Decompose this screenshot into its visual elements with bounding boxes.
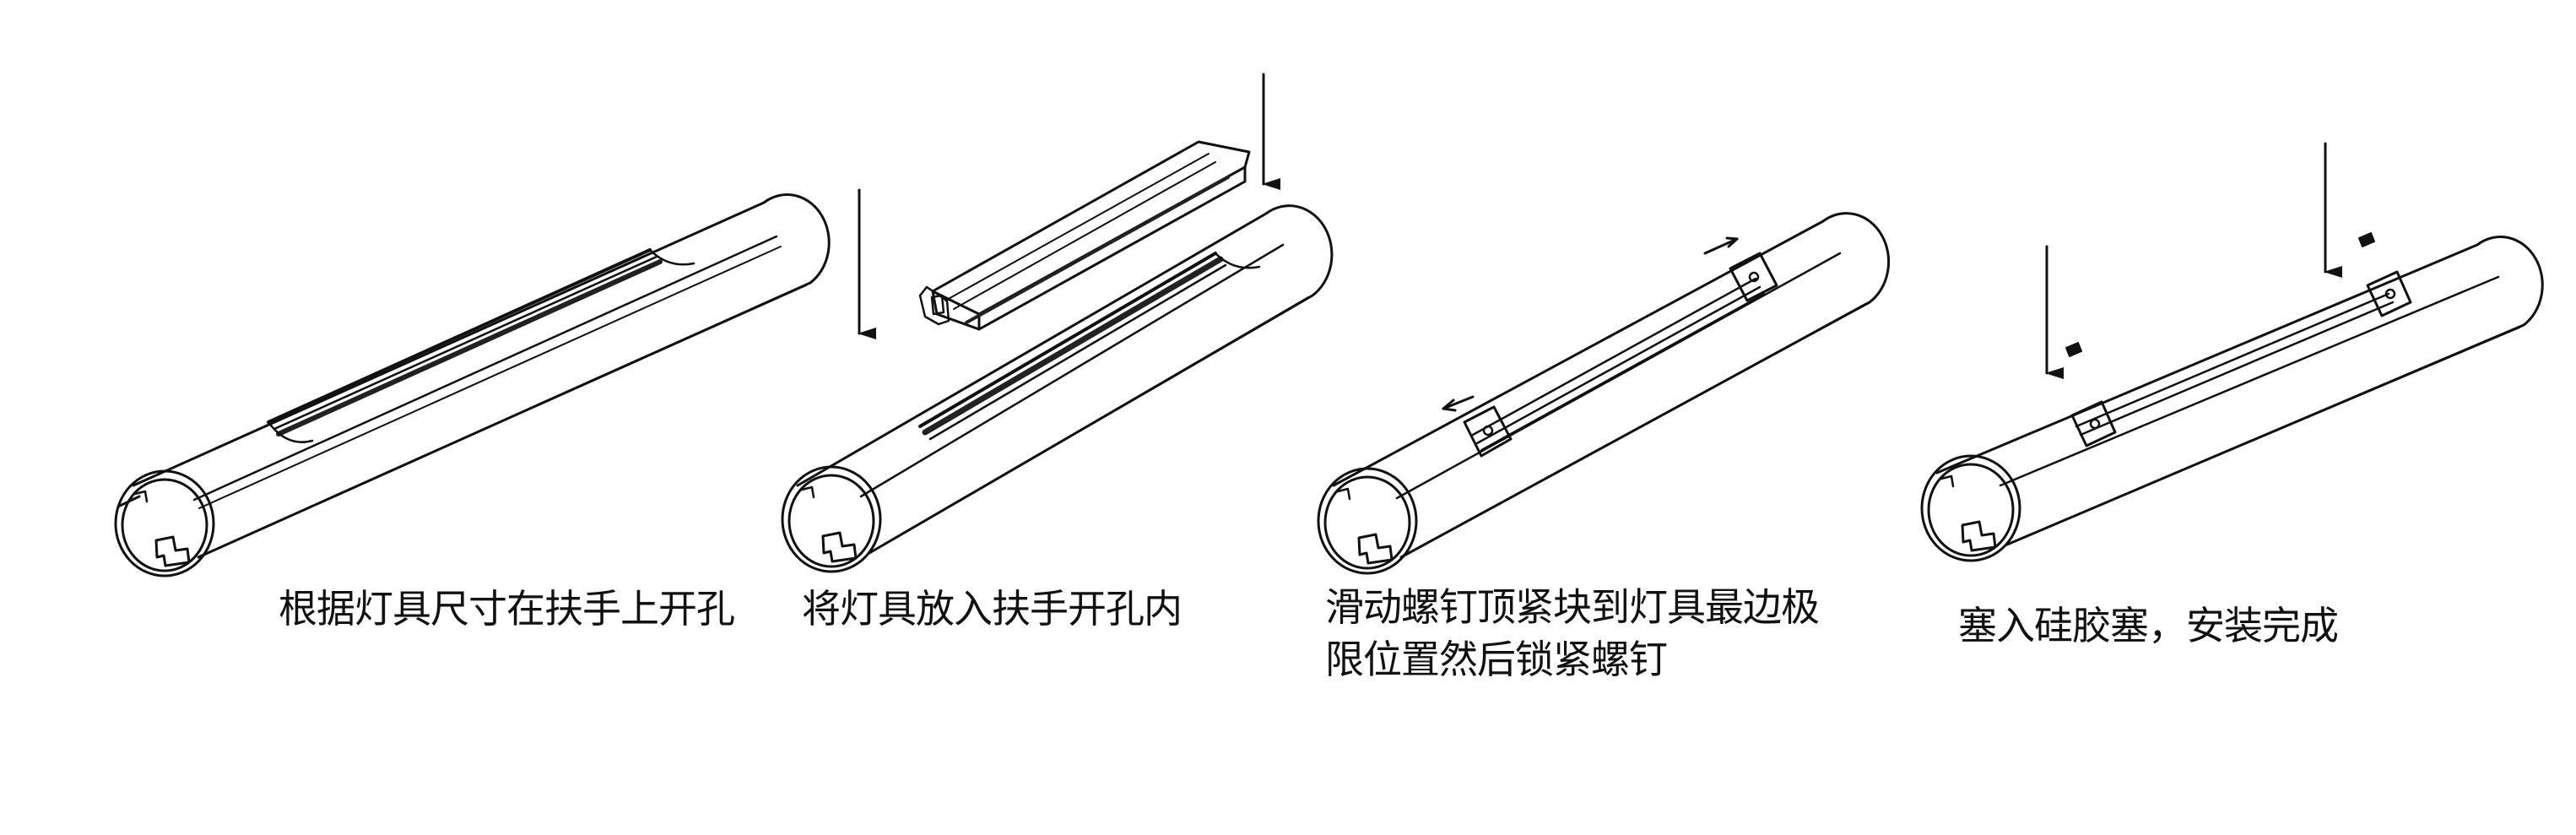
step-1-handrail-with-opening: [114, 193, 831, 577]
slide-arrow-right: [1703, 237, 1739, 255]
step-4-insert-silicone-plugs: [1920, 142, 2544, 562]
caption-line: 滑动螺钉顶紧块到灯具最边极: [1325, 584, 1820, 630]
silicone-plug: [2358, 232, 2375, 247]
step-2-caption: 将灯具放入扶手开孔内: [802, 586, 1182, 632]
silicone-plug: [2065, 342, 2082, 357]
caption-line: 限位置然后锁紧螺钉: [1325, 637, 1668, 682]
slide-arrow-left: [1442, 395, 1475, 410]
step-4-caption: 塞入硅胶塞，安装完成: [1958, 603, 2339, 648]
step-3-slide-screws: [1317, 212, 1891, 575]
step-3-caption: 滑动螺钉顶紧块到灯具最边极 限位置然后锁紧螺钉: [1325, 581, 1820, 686]
step-1-caption: 根据灯具尺寸在扶手上开孔: [279, 586, 735, 632]
step-2-insert-fixture: [781, 73, 1334, 573]
